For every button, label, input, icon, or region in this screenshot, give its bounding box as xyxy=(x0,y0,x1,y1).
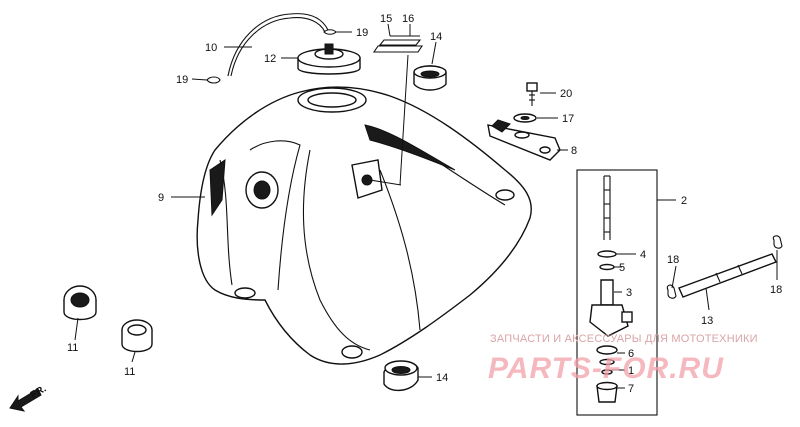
callout-4: 4 xyxy=(640,249,646,261)
callout-11: 11 xyxy=(67,342,78,354)
fuel-cap xyxy=(297,43,361,75)
callout-19: 19 xyxy=(176,74,188,86)
callout-8: 8 xyxy=(571,145,577,157)
bolt-20 xyxy=(526,82,538,106)
tape-strips xyxy=(372,35,424,53)
front-label: FR. xyxy=(29,383,49,401)
callout-18: 18 xyxy=(667,254,679,266)
callout-12: 12 xyxy=(264,53,276,65)
callout-18: 18 xyxy=(770,284,782,296)
callout-15: 15 xyxy=(380,13,392,25)
fuel-line-13 xyxy=(678,253,777,298)
washer-17 xyxy=(513,113,537,123)
hose-clip-18 xyxy=(666,235,783,299)
callout-19: 19 xyxy=(356,27,368,39)
callout-14: 14 xyxy=(430,31,442,43)
cushion-upper xyxy=(413,65,447,91)
rubber-11-upper xyxy=(63,285,97,321)
fuel-valve-assembly xyxy=(576,169,658,416)
callout-6: 6 xyxy=(628,348,634,360)
callout-14: 14 xyxy=(436,372,448,384)
callout-3: 3 xyxy=(626,287,632,299)
watermark-tagline: ЗАПЧАСТИ И АКСЕССУАРЫ ДЛЯ МОТОТЕХНИКИ xyxy=(490,333,758,345)
callout-2: 2 xyxy=(681,195,687,207)
cushion-lower xyxy=(383,360,419,391)
watermark-logo: PARTS-FOR.RU xyxy=(488,352,724,385)
callout-5: 5 xyxy=(619,262,625,274)
breather-tube xyxy=(227,13,329,77)
front-direction-arrow: FR. xyxy=(9,383,49,412)
callout-labels: 10 19 12 19 15 16 14 20 17 8 9 2 4 5 3 6… xyxy=(67,13,782,395)
bracket-8 xyxy=(487,119,561,161)
callout-9: 9 xyxy=(158,192,164,204)
fuel-tank xyxy=(196,86,532,365)
leader-lines xyxy=(74,23,778,389)
watermark: ЗАПЧАСТИ И АКСЕССУАРЫ ДЛЯ МОТОТЕХНИКИ PA… xyxy=(488,333,758,385)
callout-7: 7 xyxy=(628,383,634,395)
callout-11: 11 xyxy=(124,366,135,378)
callout-1: 1 xyxy=(628,365,634,377)
callout-16: 16 xyxy=(402,13,414,25)
callout-17: 17 xyxy=(562,113,574,125)
rubber-11-lower xyxy=(121,319,153,353)
callout-20: 20 xyxy=(560,88,572,100)
callout-10: 10 xyxy=(205,42,217,54)
callout-13: 13 xyxy=(701,315,713,327)
